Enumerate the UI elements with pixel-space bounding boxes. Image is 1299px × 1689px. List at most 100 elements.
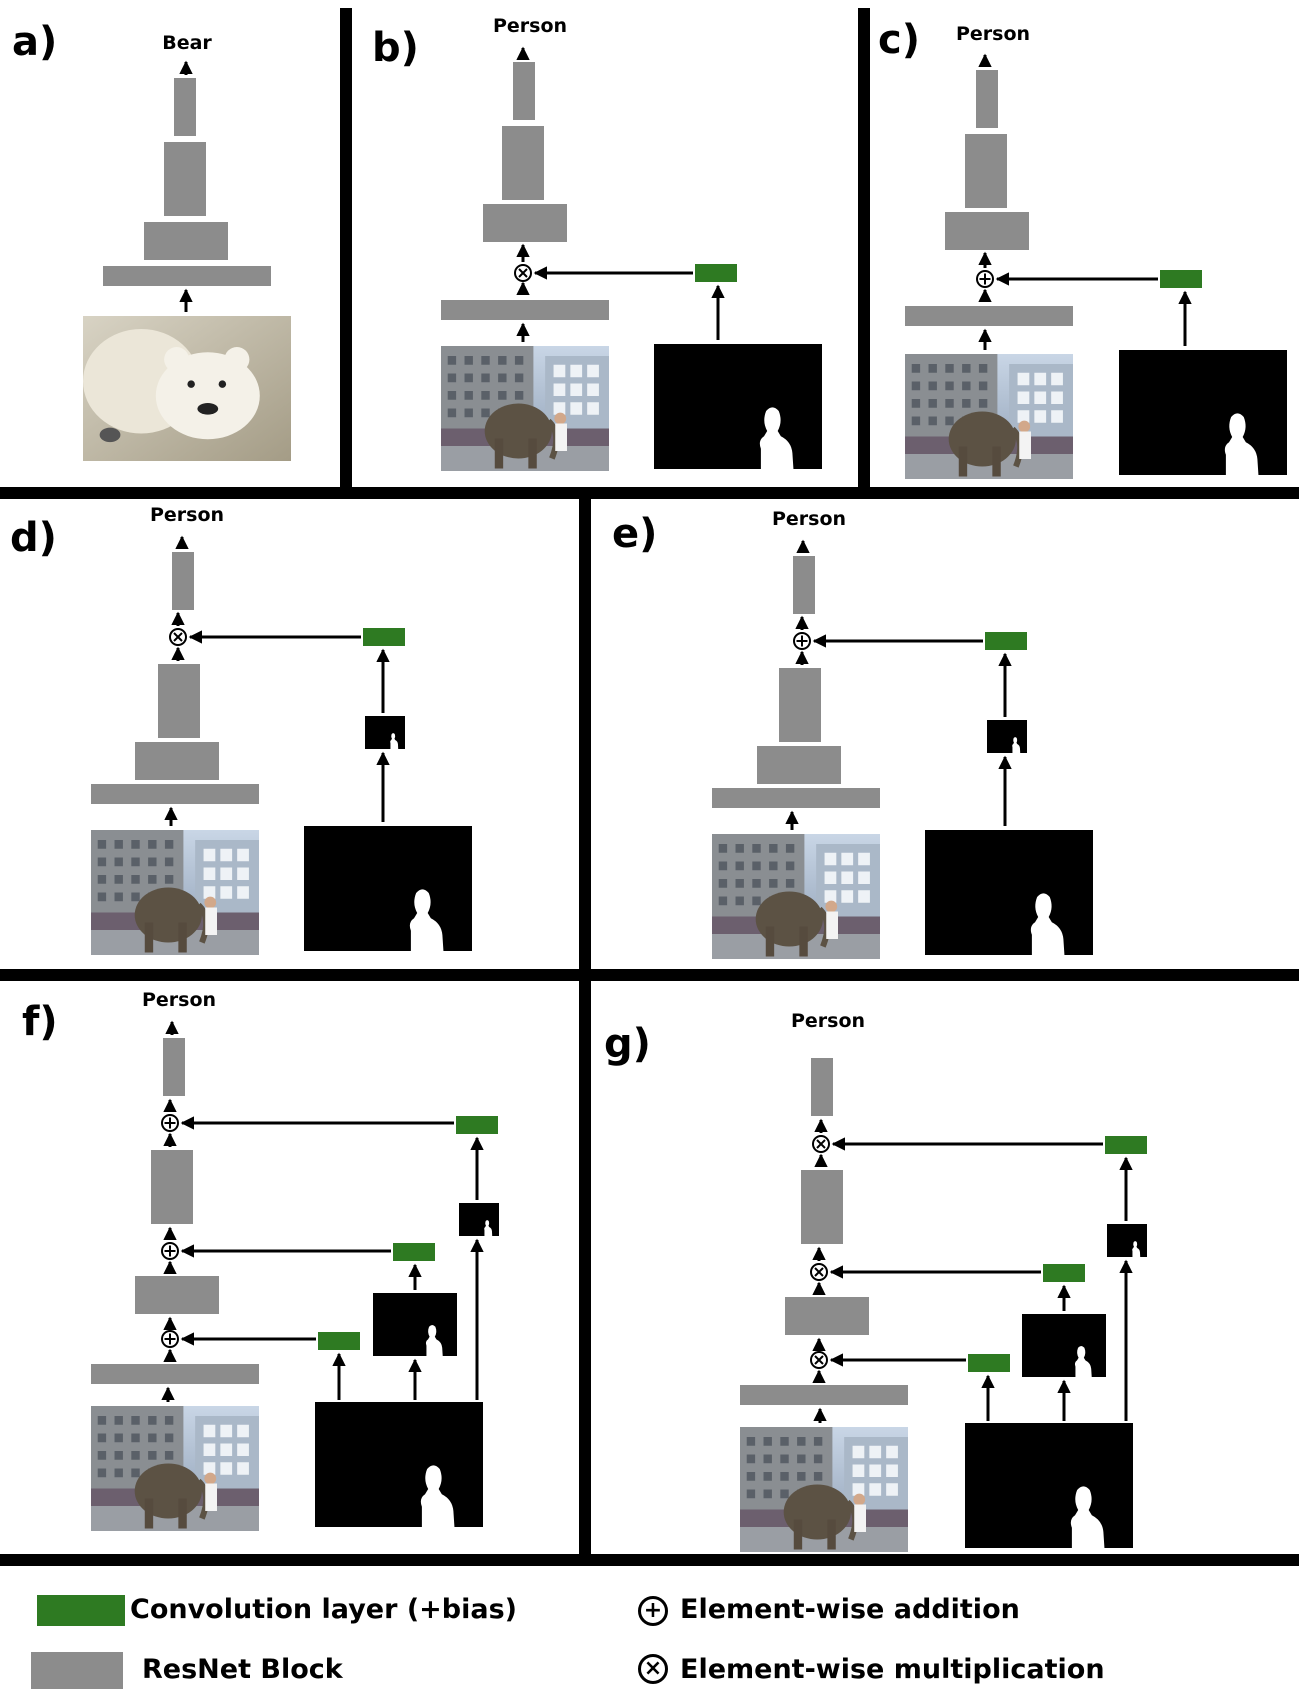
d-resnet-block-4 <box>172 552 194 610</box>
f-conv-layer-1 <box>318 1332 360 1350</box>
output-label-f: Person <box>141 989 217 1011</box>
divider-1 <box>858 8 870 488</box>
b-resnet-block-3 <box>502 126 544 200</box>
g-mask-small <box>1107 1224 1147 1257</box>
divider-3 <box>579 497 591 1563</box>
legend-resnet-swatch <box>31 1652 123 1689</box>
c-resnet-block-4 <box>976 70 998 128</box>
e-resnet-block-4 <box>793 556 815 614</box>
output-label-c: Person <box>955 23 1031 45</box>
a-resnet-block-4 <box>174 78 196 136</box>
a-resnet-block-2 <box>144 222 228 260</box>
e-add-op <box>793 632 811 650</box>
a-resnet-block-1 <box>103 266 271 286</box>
g-mask-medium <box>1022 1314 1106 1377</box>
g-resnet-block-4 <box>811 1058 833 1116</box>
f-resnet-block-4 <box>163 1038 185 1096</box>
e-resnet-block-2 <box>757 746 841 784</box>
g-resnet-block-1 <box>740 1385 908 1405</box>
b-input-mask-silhouette <box>759 407 794 469</box>
c-resnet-block-1 <box>905 306 1073 326</box>
output-label-d: Person <box>149 504 225 526</box>
panel-label-g: g) <box>604 1021 651 1067</box>
d-input-mask <box>304 826 472 951</box>
a-resnet-block-3 <box>164 142 206 216</box>
f-input-image <box>91 1406 259 1531</box>
g-conv-layer-2 <box>1043 1264 1085 1282</box>
g-mask-small-silhouette <box>1132 1241 1141 1257</box>
b-resnet-block-2 <box>483 204 567 242</box>
f-resnet-block-3 <box>151 1150 193 1224</box>
f-add-op-1 <box>161 1330 179 1348</box>
c-input-mask <box>1119 350 1287 475</box>
g-mul-op-1 <box>810 1351 828 1369</box>
f-mask-medium-silhouette <box>425 1324 443 1356</box>
legend-resnet-label: ResNet Block <box>142 1654 343 1685</box>
e-input-mask <box>925 830 1093 955</box>
panel-label-e: e) <box>612 511 658 557</box>
legend-mul-label: Element-wise multiplication <box>680 1654 1105 1685</box>
d-resnet-block-1 <box>91 784 259 804</box>
d-conv-layer <box>363 628 405 646</box>
f-mask-small <box>459 1203 499 1236</box>
output-label-a: Bear <box>162 32 212 54</box>
legend-add-icon: + <box>638 1596 668 1626</box>
g-resnet-block-2 <box>785 1297 869 1335</box>
d-resnet-block-2 <box>135 742 219 780</box>
c-input-mask-silhouette <box>1224 413 1259 475</box>
output-label-e: Person <box>771 508 847 530</box>
g-conv-layer-3 <box>1105 1136 1147 1154</box>
b-resnet-block-4 <box>513 62 535 120</box>
c-resnet-block-2 <box>945 212 1029 250</box>
f-mask-small-silhouette <box>484 1220 493 1236</box>
output-label-b: Person <box>492 15 568 37</box>
panel-label-c: c) <box>878 17 920 63</box>
e-resnet-block-3 <box>779 668 821 742</box>
divider-2 <box>0 487 1299 499</box>
panel-label-f: f) <box>22 999 58 1045</box>
g-conv-layer-1 <box>968 1354 1010 1372</box>
g-mul-op-3 <box>812 1135 830 1153</box>
f-add-op-3 <box>161 1114 179 1132</box>
a-input-image <box>83 316 291 461</box>
e-mask-small <box>987 720 1027 753</box>
g-input-image <box>740 1427 908 1552</box>
b-input-mask <box>654 344 822 469</box>
g-mul-op-2 <box>810 1263 828 1281</box>
e-conv-layer <box>985 632 1027 650</box>
d-mul-op <box>169 628 187 646</box>
f-mask-medium <box>373 1293 457 1356</box>
e-mask-small-silhouette <box>1012 737 1021 753</box>
d-input-image <box>91 830 259 955</box>
f-input-mask <box>315 1402 483 1527</box>
c-conv-layer <box>1160 270 1202 288</box>
f-resnet-block-2 <box>135 1276 219 1314</box>
panel-label-b: b) <box>372 25 419 71</box>
b-resnet-block-1 <box>441 300 609 320</box>
d-input-mask-silhouette <box>409 889 444 951</box>
d-mask-small <box>365 716 405 749</box>
divider-0 <box>340 8 352 488</box>
c-input-image <box>905 354 1073 479</box>
output-label-g: Person <box>790 1010 866 1032</box>
f-input-mask-silhouette <box>420 1465 455 1527</box>
f-conv-layer-3 <box>456 1116 498 1134</box>
e-input-mask-silhouette <box>1030 893 1065 955</box>
g-mask-medium-silhouette <box>1074 1345 1092 1377</box>
f-conv-layer-2 <box>393 1243 435 1261</box>
legend-conv-swatch <box>37 1595 125 1626</box>
e-resnet-block-1 <box>712 788 880 808</box>
g-input-mask-silhouette <box>1070 1486 1105 1548</box>
legend-mul-icon: × <box>638 1654 668 1684</box>
g-input-mask <box>965 1423 1133 1548</box>
divider-4 <box>0 969 1299 981</box>
e-input-image <box>712 834 880 959</box>
panel-label-d: d) <box>10 515 57 561</box>
c-add-op <box>976 270 994 288</box>
f-add-op-2 <box>161 1242 179 1260</box>
b-mul-op <box>514 264 532 282</box>
b-conv-layer <box>695 264 737 282</box>
legend-conv-label: Convolution layer (+bias) <box>130 1594 517 1625</box>
